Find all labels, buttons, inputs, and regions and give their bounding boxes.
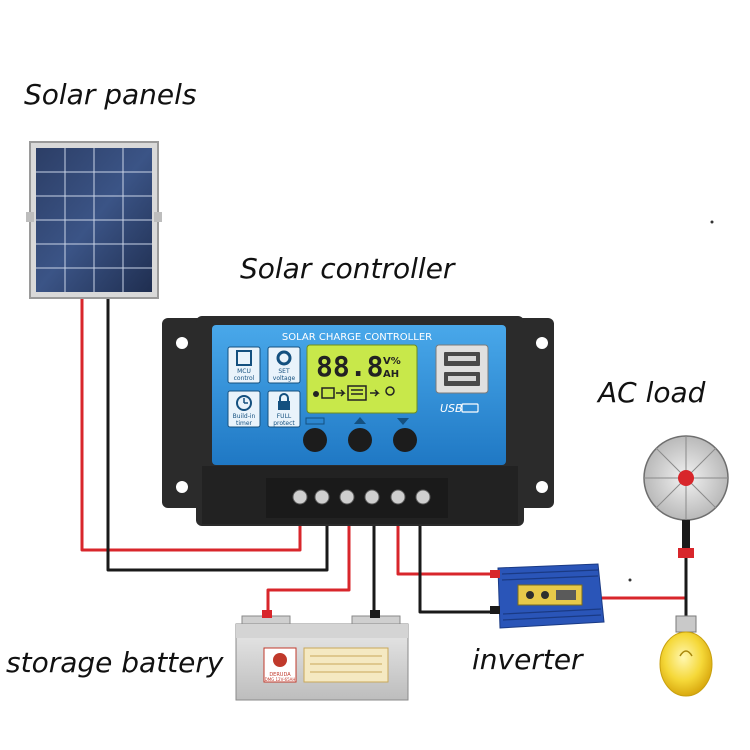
lcd-display: 88.8 V% AH [306,344,418,414]
solar-panel [26,141,162,299]
solar-red-wire [80,295,302,552]
storage-battery-label: storage battery [6,646,224,679]
mount-hole-icon [536,481,548,493]
terminal-screw-icon [314,489,330,505]
up-arrow-icon [354,417,366,424]
menu-icon [305,417,325,425]
terminal-screw-icon [364,489,380,505]
usb-ports: USB [435,344,489,415]
controller-header-text: SOLAR CHARGE CONTROLLER [282,332,432,343]
speck [710,220,714,224]
svg-text:AH: AH [383,369,399,380]
arrow-right-icon [370,389,380,397]
svg-text:FULL: FULL [277,413,292,420]
fan-icon [643,435,729,558]
svg-text:protect: protect [273,420,295,427]
battery-icon [347,385,367,401]
svg-text:voltage: voltage [273,375,296,382]
chip-icon [236,350,252,366]
solar-panels-label: Solar panels [24,78,197,111]
down-arrow-icon [397,418,409,425]
svg-text:Build-in: Build-in [233,413,256,420]
terminal-screw-icon [339,489,355,505]
mount-hole-icon [176,481,188,493]
speck [628,578,632,582]
mount-hole-icon [536,337,548,349]
down-button[interactable] [393,428,417,452]
ac-load-label: AC load [598,376,706,409]
lock-icon [278,401,290,410]
solar-black-wire [106,295,329,572]
lcd-digits: 88.8 [316,350,383,383]
feature-timer: Build-in timer [227,390,261,428]
svg-text:timer: timer [236,420,253,427]
solar-controller-label: Solar controller [240,252,455,285]
feature-full-protect: FULL protect [267,390,301,428]
terminal-block [202,466,518,524]
terminal-screw-icon [415,489,431,505]
mount-hole-icon [176,337,188,349]
battery-red-wire [266,520,351,620]
sun-icon [313,391,319,397]
brand-logo-icon [273,653,287,667]
svg-text:DERUDA: DERUDA [269,672,291,678]
panel-icon [321,387,335,399]
solar-charge-controller: SOLAR CHARGE CONTROLLER MCU control SET … [162,316,554,526]
svg-text:DMG 12V-65AH: DMG 12V-65AH [265,677,296,682]
svg-text:SET: SET [278,368,290,375]
light-bulb-icon [659,615,713,697]
inverter-label: inverter [472,643,583,676]
svg-text:control: control [234,375,255,382]
feature-set-voltage: SET voltage [267,346,301,384]
load-red-wire [396,520,500,576]
usb-label: USB [440,402,463,415]
gear-icon [276,350,292,366]
bulb-icon [385,386,395,396]
wires [80,295,688,620]
control-buttons [303,417,417,452]
up-button[interactable] [348,428,372,452]
svg-text:V%: V% [383,356,401,367]
inverter [490,563,605,629]
load-black-wire [418,520,500,614]
arrow-right-icon [336,389,346,397]
terminal-screw-icon [390,489,406,505]
feature-mcu: MCU control [227,346,261,384]
terminal-screw-icon [292,489,308,505]
menu-button[interactable] [303,428,327,452]
storage-battery: DERUDA DMG 12V-65AH [235,610,409,701]
svg-text:MCU: MCU [237,368,251,375]
clock-icon [236,395,252,411]
